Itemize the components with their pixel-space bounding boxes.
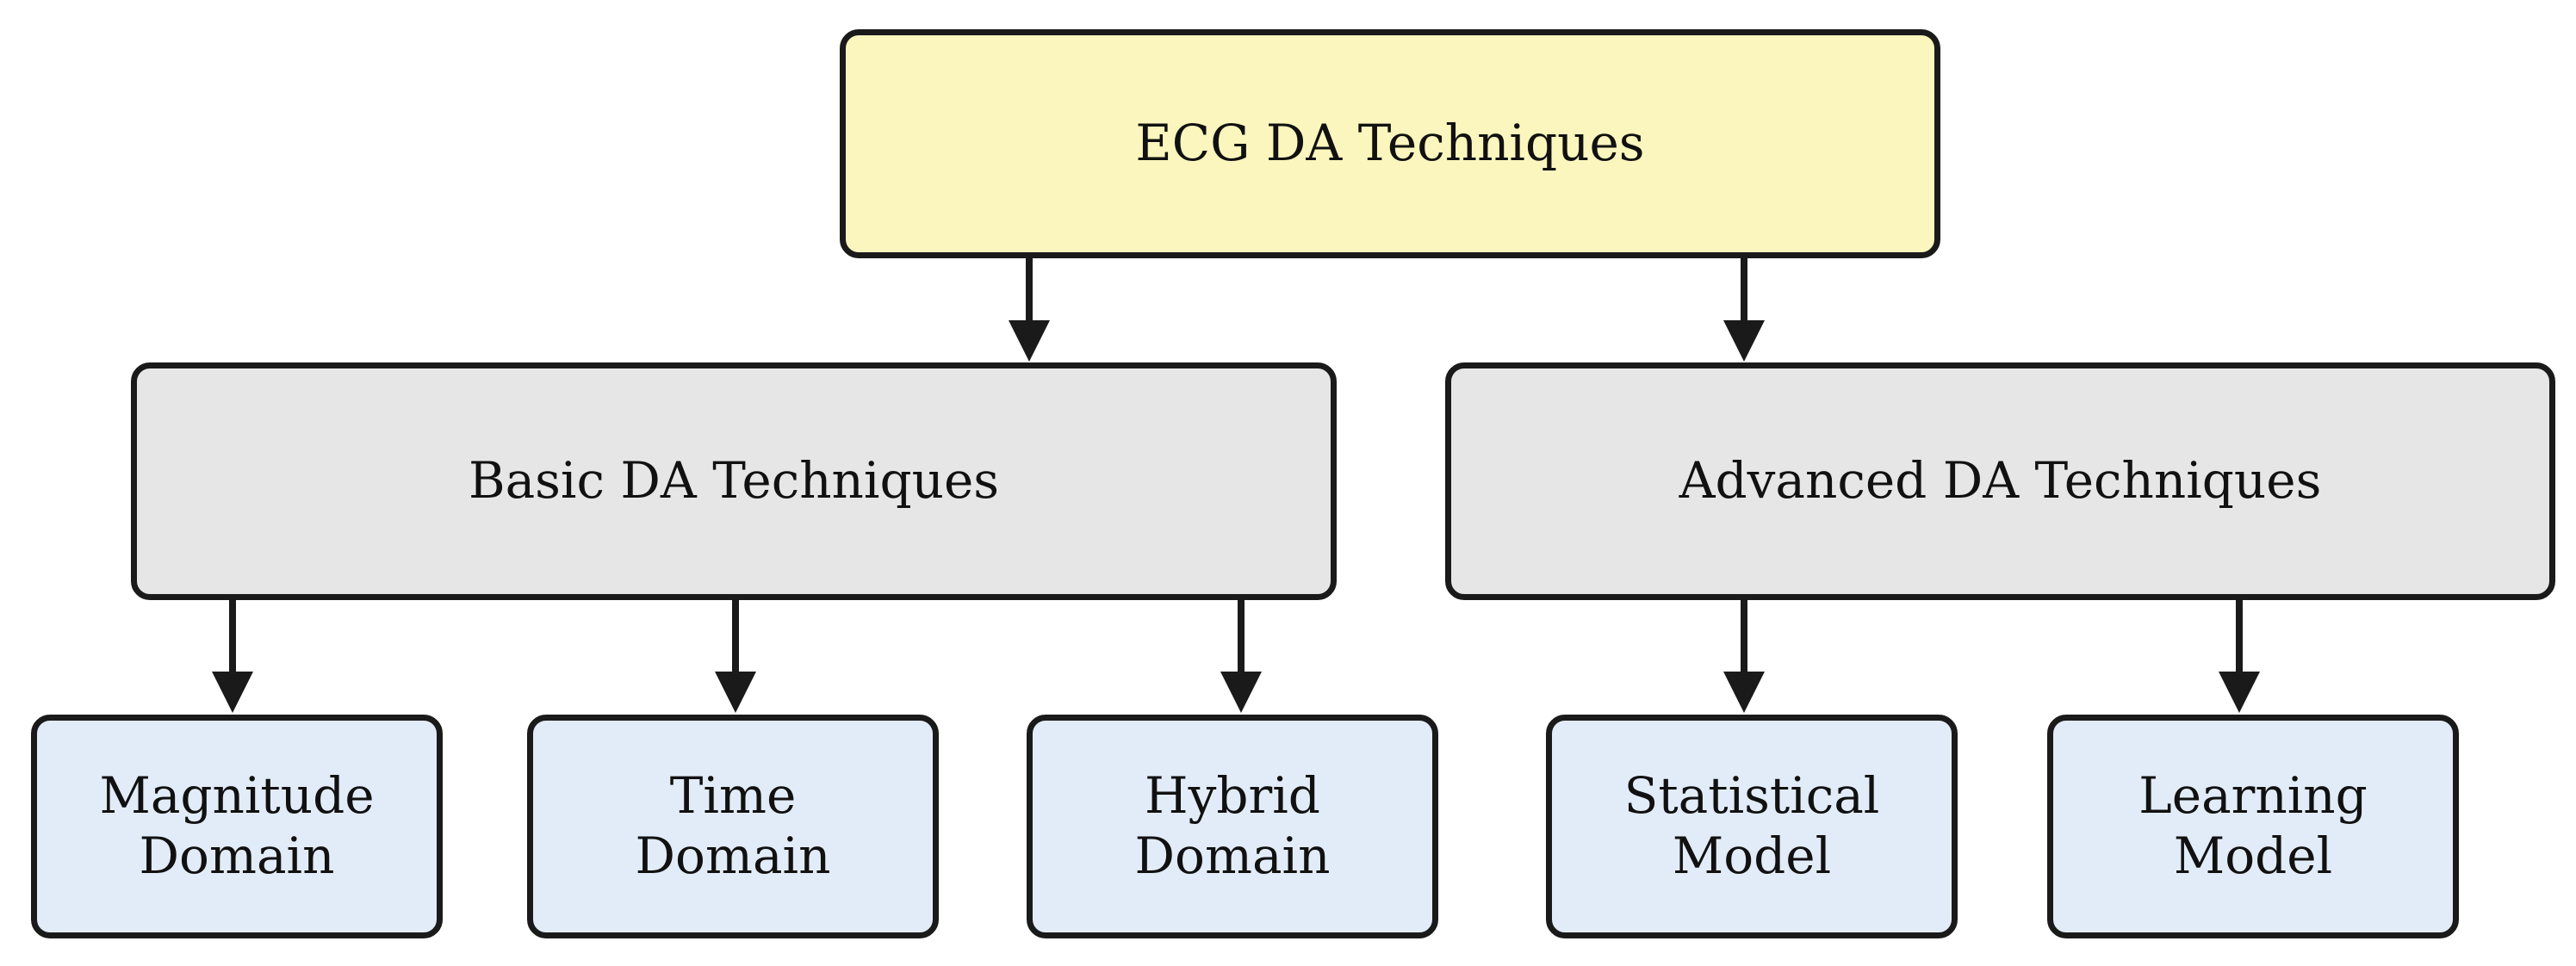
learning-model-node: Learning Model	[2047, 715, 2459, 938]
magnitude-domain-label: Magnitude Domain	[99, 766, 375, 885]
learning-model-label: Learning Model	[2138, 766, 2368, 885]
root-node-label: ECG DA Techniques	[1135, 114, 1645, 173]
hybrid-domain-label: Hybrid Domain	[1134, 766, 1331, 885]
statistical-model-node: Statistical Model	[1546, 715, 1958, 938]
time-domain-label: Time Domain	[635, 766, 831, 885]
advanced-techniques-node: Advanced DA Techniques	[1445, 362, 2555, 600]
advanced-techniques-label: Advanced DA Techniques	[1679, 451, 2322, 511]
root-node: ECG DA Techniques	[840, 29, 1940, 258]
basic-techniques-label: Basic DA Techniques	[468, 451, 1000, 511]
basic-techniques-node: Basic DA Techniques	[131, 362, 1337, 600]
magnitude-domain-node: Magnitude Domain	[31, 715, 443, 938]
statistical-model-label: Statistical Model	[1623, 766, 1880, 885]
hybrid-domain-node: Hybrid Domain	[1027, 715, 1438, 938]
time-domain-node: Time Domain	[527, 715, 939, 938]
